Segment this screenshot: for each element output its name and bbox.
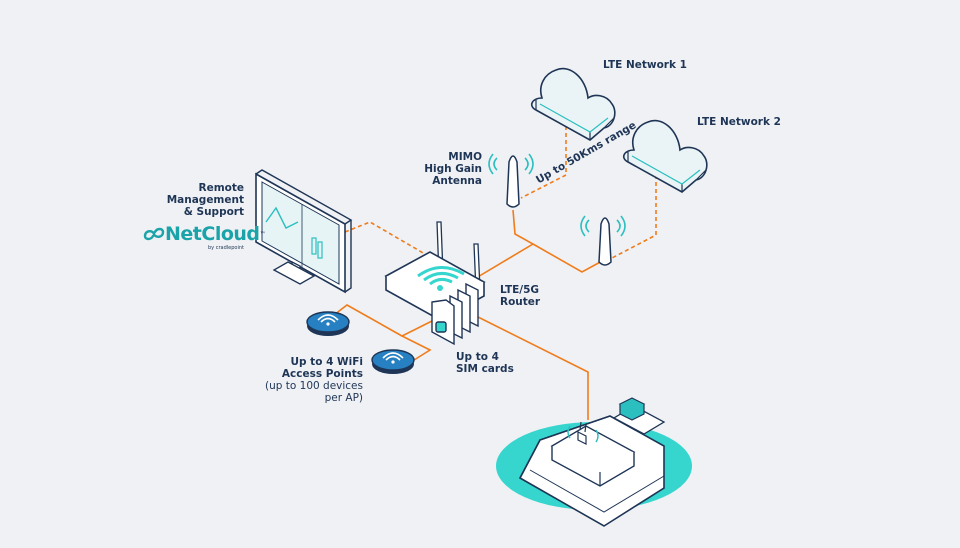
wifi-label-line: Access Points — [281, 368, 363, 380]
sim-label: Up to 4 SIM cards — [456, 351, 514, 375]
cloud2-label: LTE Network 2 — [697, 116, 781, 128]
sim-label-line: SIM cards — [456, 363, 514, 375]
connection-lines — [329, 112, 657, 420]
wifi-label-line: Up to 4 WiFi — [290, 356, 363, 368]
ship-icon — [496, 397, 692, 527]
wifi-icon — [371, 349, 415, 374]
monitor-link-line — [344, 221, 431, 258]
router-to-ship-line — [475, 315, 589, 420]
netcloud-logo-icon — [143, 227, 165, 241]
router-to-antenna-line — [465, 209, 535, 285]
monitor-icon — [255, 169, 353, 294]
netcloud-logo: NetCloud ™ by cradlepoint — [143, 223, 266, 251]
remote-management-label: Remote Management & Support — [160, 182, 244, 218]
remote-label-line: Management — [166, 194, 244, 206]
sim-card-icon — [431, 282, 479, 346]
cloud-icon — [622, 119, 708, 193]
remote-label-line: Remote — [198, 182, 244, 194]
wifi-label: Up to 4 WiFi Access Points (up to 100 de… — [230, 356, 363, 404]
wifi-sub-line: per AP) — [324, 392, 363, 404]
netcloud-tm: ™ — [259, 230, 266, 238]
netcloud-wordmark: NetCloud — [165, 223, 260, 245]
antenna-icon — [580, 215, 626, 266]
wifi-sub-line: (up to 100 devices — [265, 380, 363, 392]
antenna-label-line: High Gain — [424, 163, 482, 175]
antenna-label-line: MIMO — [448, 151, 482, 163]
antenna-icon — [488, 153, 534, 208]
remote-label-line: & Support — [183, 206, 244, 218]
cloud-icon — [530, 67, 616, 141]
cloud1-label: LTE Network 1 — [603, 59, 687, 71]
cloud1-link-line — [520, 112, 567, 199]
router-label-line: Router — [500, 296, 541, 308]
antenna2-link-line — [532, 243, 605, 273]
router-label-line: LTE/5G — [500, 284, 540, 296]
wifi-icon — [306, 311, 350, 336]
netcloud-byline: by cradlepoint — [208, 245, 244, 251]
sim-label-line: Up to 4 — [456, 351, 499, 363]
antenna-label: MIMO High Gain Antenna — [404, 151, 482, 187]
cloud2-link-line — [611, 168, 657, 259]
antenna-label-line: Antenna — [432, 175, 482, 187]
router-label: LTE/5G Router — [500, 284, 540, 308]
